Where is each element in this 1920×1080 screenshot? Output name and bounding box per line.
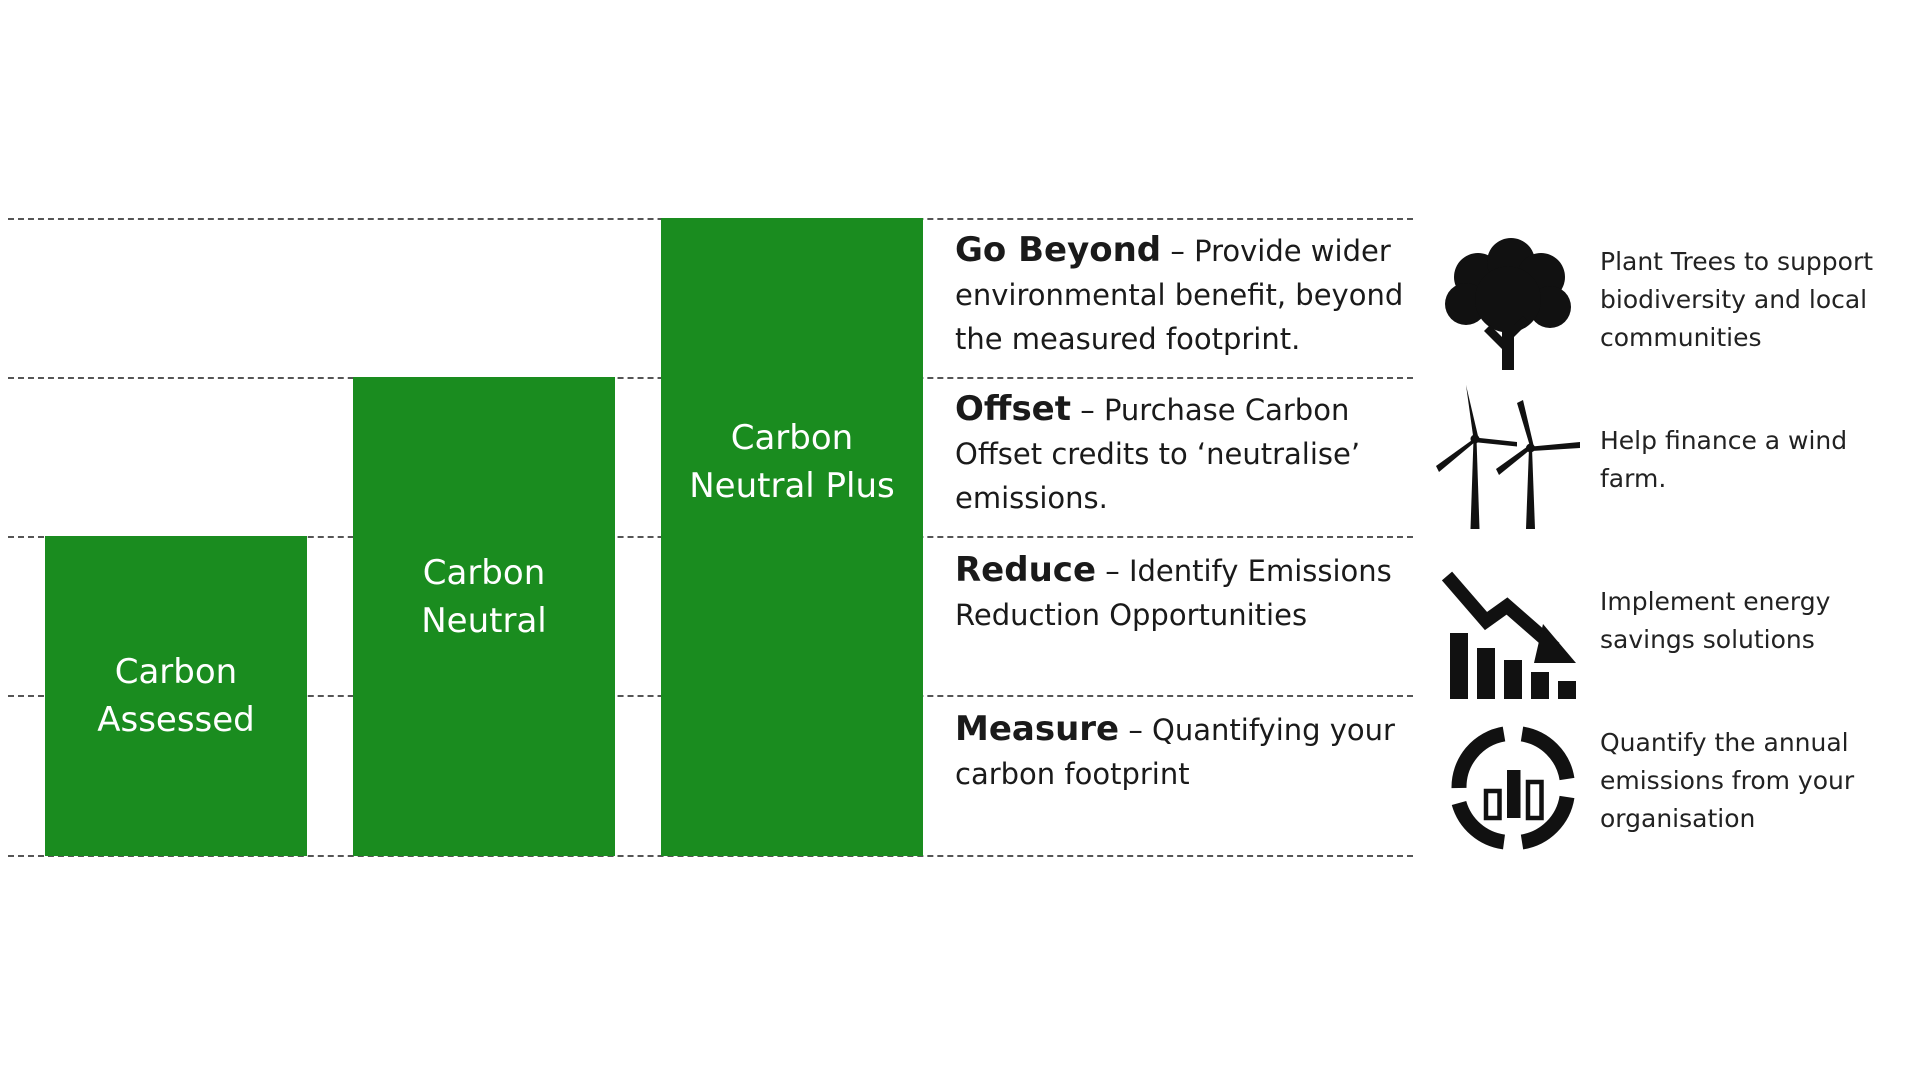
benefit-energy-savings: Implement energy savings solutions	[1600, 587, 1831, 654]
step-separator: –	[1071, 393, 1104, 427]
step-offset: Offset – Purchase Carbon Offset credits …	[955, 387, 1415, 520]
bar-label: Carbon Neutral	[421, 552, 547, 641]
emissions-gauge-icon	[1438, 713, 1588, 863]
benefit-wind-farm: Help finance a wind farm.	[1600, 426, 1848, 493]
step-text: Purchase Carbon Offset credits to ‘neutr…	[955, 393, 1361, 515]
bar-label: Carbon Assessed	[97, 652, 255, 740]
bar-carbon-neutral-plus: Carbon Neutral Plus	[661, 218, 923, 856]
step-go-beyond: Go Beyond – Provide wider environmental …	[955, 228, 1415, 361]
bar-label: Carbon Neutral Plus	[689, 418, 895, 506]
benefit-quantify-emissions: Quantify the annual emissions from your …	[1600, 728, 1855, 833]
declining-chart-icon	[1438, 555, 1588, 705]
step-reduce: Reduce – Identify Emissions Reduction Op…	[955, 548, 1415, 637]
bar-carbon-neutral: Carbon Neutral	[353, 377, 615, 856]
step-title: Reduce	[955, 550, 1096, 590]
step-title: Offset	[955, 389, 1071, 429]
step-measure: Measure – Quantifying your carbon footpr…	[955, 707, 1415, 796]
step-title: Measure	[955, 709, 1120, 749]
step-separator: –	[1119, 713, 1153, 747]
step-separator: –	[1096, 554, 1129, 588]
step-text: Quantifying your carbon footprint	[955, 713, 1395, 791]
step-text: Identify Emissions Reduction Opportuniti…	[955, 554, 1392, 632]
tree-icon	[1433, 232, 1583, 382]
step-separator: –	[1161, 234, 1195, 268]
step-text: Provide wider environmental benefit, bey…	[955, 234, 1404, 356]
step-title: Go Beyond	[955, 230, 1162, 270]
wind-turbine-icon	[1433, 382, 1583, 532]
level-line-0	[8, 855, 1413, 857]
benefit-plant-trees: Plant Trees to support biodiversity and …	[1600, 247, 1874, 352]
bar-carbon-assessed: Carbon Assessed	[45, 536, 307, 856]
